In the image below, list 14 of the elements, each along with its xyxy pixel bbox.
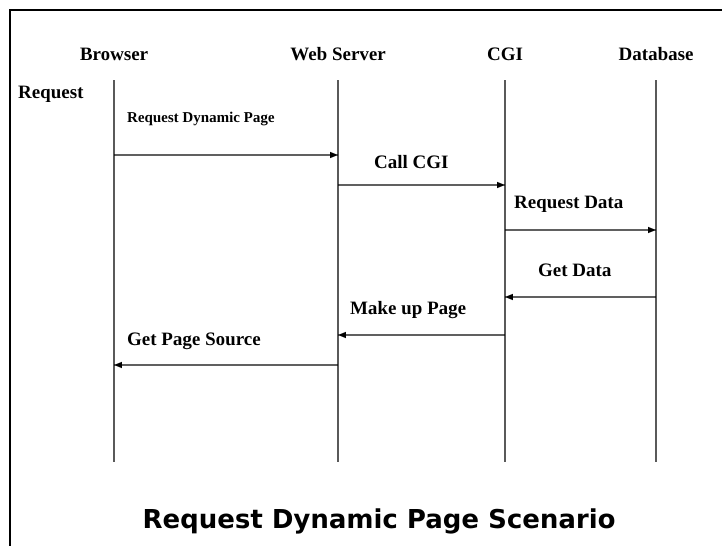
participant-label: Web Server bbox=[290, 44, 386, 66]
phase-label: Request bbox=[18, 82, 84, 104]
message-arrow bbox=[338, 332, 505, 338]
participant-label: Database bbox=[618, 44, 694, 66]
message-label: Make up Page bbox=[349, 298, 468, 320]
message-arrow bbox=[114, 152, 338, 158]
caption: Request Dynamic Page Scenario bbox=[142, 505, 616, 535]
participant-label: CGI bbox=[487, 44, 523, 66]
participant-label: Browser bbox=[80, 44, 148, 66]
message-arrow bbox=[114, 362, 338, 368]
message-label: Get Page Source bbox=[126, 329, 262, 351]
message-arrow bbox=[338, 182, 505, 188]
message-arrow bbox=[505, 226, 656, 234]
message-arrow bbox=[505, 294, 656, 300]
